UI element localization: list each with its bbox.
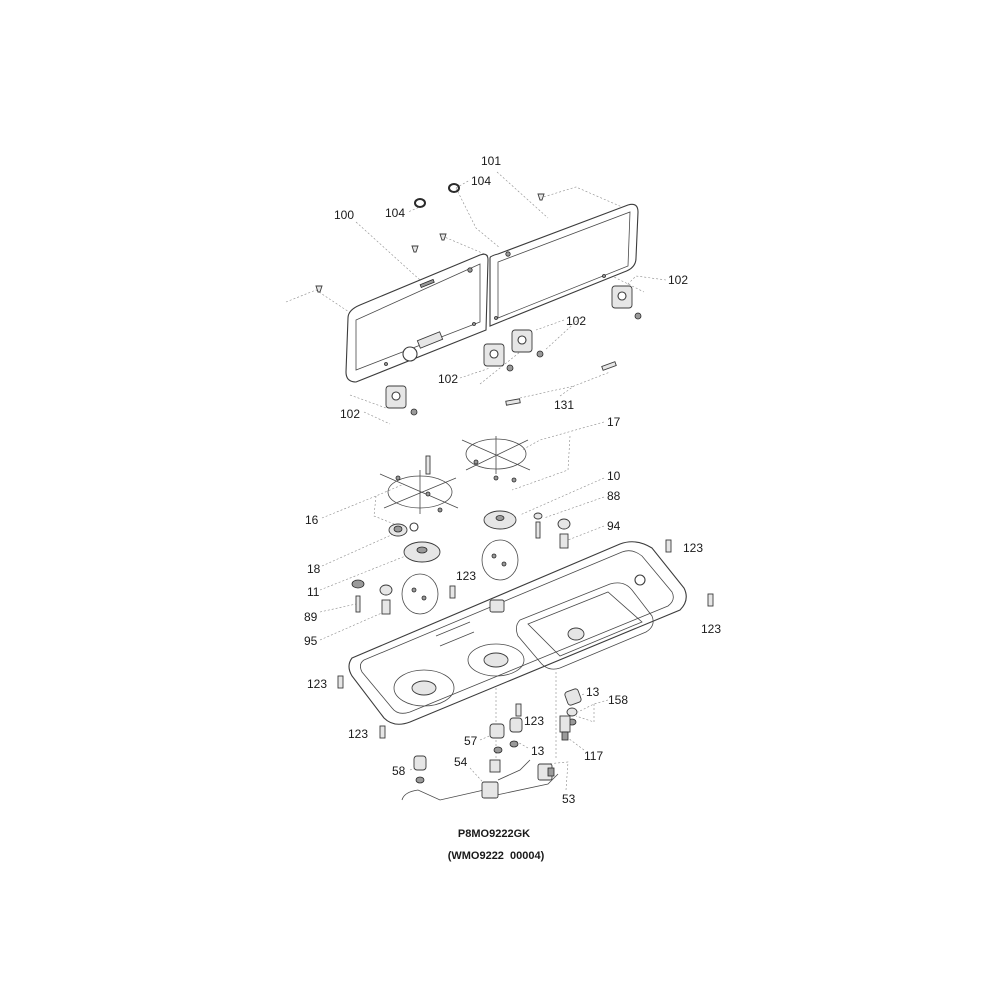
screw-123 <box>337 539 714 739</box>
callout-100: 100 <box>334 208 354 222</box>
callout-104: 104 <box>471 174 491 188</box>
knob-57 <box>489 723 519 754</box>
callout-123: 123 <box>348 727 368 741</box>
callout-53: 53 <box>562 792 576 806</box>
callout-102: 102 <box>340 407 360 421</box>
callout-54: 54 <box>454 755 468 769</box>
callout-102: 102 <box>566 314 586 328</box>
washer-104 <box>414 183 460 208</box>
glass-lid-left <box>345 253 489 383</box>
hob-sink-tray <box>348 541 687 725</box>
callout-13: 13 <box>586 685 600 699</box>
lid-screws <box>315 193 545 293</box>
callout-123: 123 <box>701 622 721 636</box>
pan-support-16 <box>379 455 459 514</box>
hinge-102 <box>385 285 642 416</box>
pan-support-17 <box>461 436 531 483</box>
burner-10 <box>483 510 517 530</box>
ignition-electrode-88 <box>533 512 543 539</box>
callout-102: 102 <box>668 273 688 287</box>
valve-117 <box>559 715 571 741</box>
burner-cap-18 <box>388 522 419 537</box>
callout-123: 123 <box>307 677 327 691</box>
callout-131: 131 <box>554 398 574 412</box>
callout-95: 95 <box>304 634 318 648</box>
callout-94: 94 <box>607 519 621 533</box>
control-knob-13 <box>509 688 582 733</box>
model-code: P8MO9222GK <box>458 828 530 840</box>
callout-101: 101 <box>481 154 501 168</box>
callout-123: 123 <box>524 714 544 728</box>
thermocouple-94 <box>557 518 571 549</box>
callout-18: 18 <box>307 562 321 576</box>
callout-117: 117 <box>584 749 603 763</box>
gas-valve-53 <box>537 763 555 781</box>
hinge-pin-131 <box>505 361 617 406</box>
injector-group <box>401 539 519 615</box>
callout-123: 123 <box>683 541 703 555</box>
thermocouple-95 <box>379 584 393 615</box>
ignition-electrode-89 <box>351 579 365 613</box>
callout-11: 11 <box>307 585 320 599</box>
knob-58 <box>413 755 427 784</box>
callout-13: 13 <box>531 744 545 758</box>
spring-158 <box>566 707 578 726</box>
callout-58: 58 <box>392 764 406 778</box>
burner-11 <box>403 541 441 563</box>
callout-88: 88 <box>607 489 621 503</box>
callout-158: 158 <box>608 693 628 707</box>
callouts: 101 104 104 100 102 102 102 102 131 17 1… <box>304 154 721 806</box>
callout-102: 102 <box>438 372 458 386</box>
callout-123: 123 <box>456 569 476 583</box>
drawing-code: (WMO9222 00004) <box>448 850 545 862</box>
gas-manifold-54 <box>401 759 559 801</box>
callout-104: 104 <box>385 206 405 220</box>
callout-57: 57 <box>464 734 478 748</box>
glass-lid-right <box>489 203 639 327</box>
callout-10: 10 <box>607 469 621 483</box>
callout-16: 16 <box>305 513 319 527</box>
callout-89: 89 <box>304 610 318 624</box>
callout-17: 17 <box>607 415 621 429</box>
